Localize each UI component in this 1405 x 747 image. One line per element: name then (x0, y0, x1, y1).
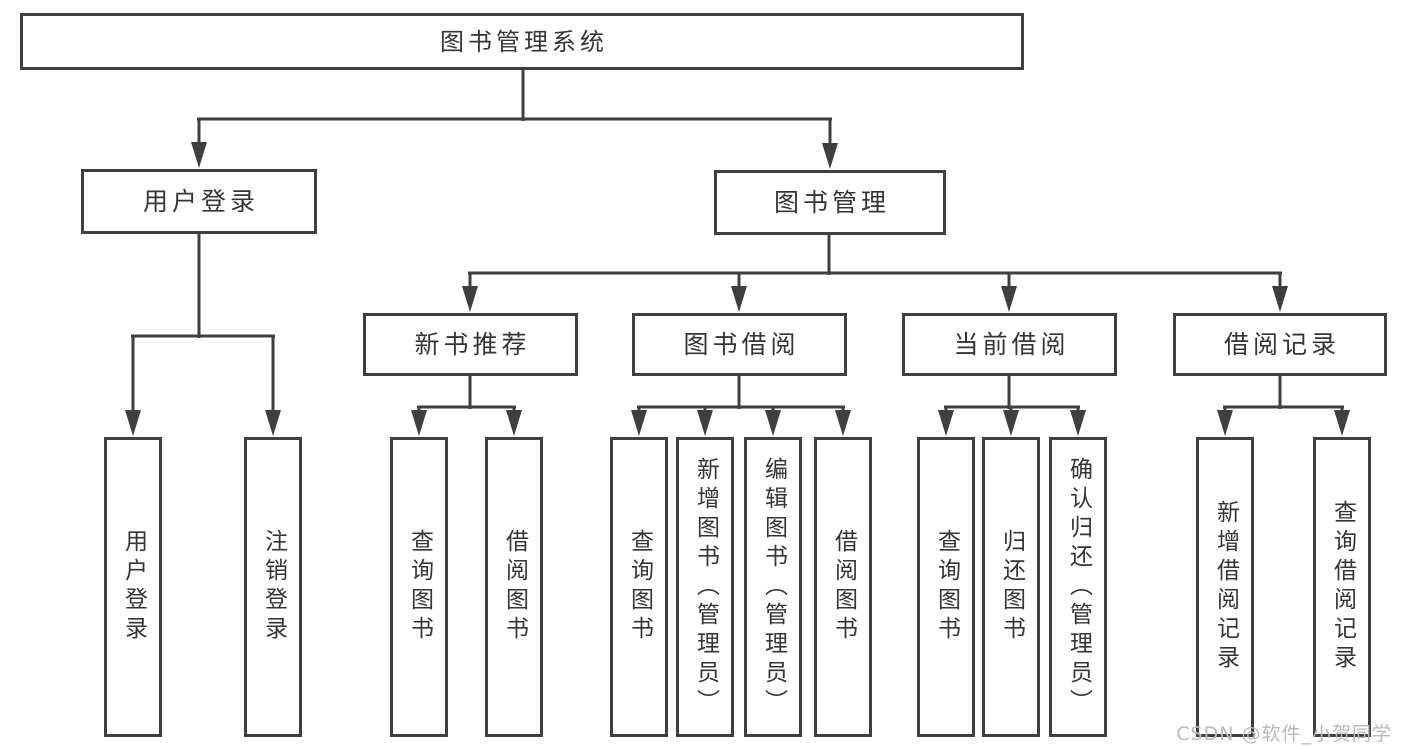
node-add-borrow-record: 新增借阅记录 (1196, 437, 1254, 737)
node-borrow-books-recommend: 借阅图书 (485, 437, 543, 737)
node-confirm-return-admin: 确认归还（管理员） (1049, 437, 1107, 737)
node-book-management: 图书管理 (714, 170, 946, 235)
node-new-book-recommend: 新书推荐 (363, 313, 578, 376)
node-query-borrow-record: 查询借阅记录 (1313, 437, 1371, 737)
node-return-book: 归还图书 (982, 437, 1040, 737)
node-book-borrowing: 图书借阅 (632, 313, 847, 376)
node-edit-book-admin: 编辑图书（管理员） (744, 437, 802, 737)
node-query-books-current: 查询图书 (917, 437, 975, 737)
node-borrowing-records: 借阅记录 (1173, 313, 1387, 376)
node-query-books-recommend: 查询图书 (390, 437, 448, 737)
node-current-borrowing: 当前借阅 (902, 313, 1117, 376)
node-add-book-admin: 新增图书（管理员） (676, 437, 734, 737)
node-borrow-books: 借阅图书 (814, 437, 872, 737)
node-query-books-borrowing: 查询图书 (610, 437, 668, 737)
node-user-login-branch: 用户登录 (81, 169, 317, 234)
csdn-watermark: CSDN @软件_小贺同学 (1176, 723, 1392, 745)
node-library-system: 图书管理系统 (20, 13, 1024, 70)
node-logout: 注销登录 (244, 437, 302, 737)
node-user-login: 用户登录 (104, 437, 162, 737)
